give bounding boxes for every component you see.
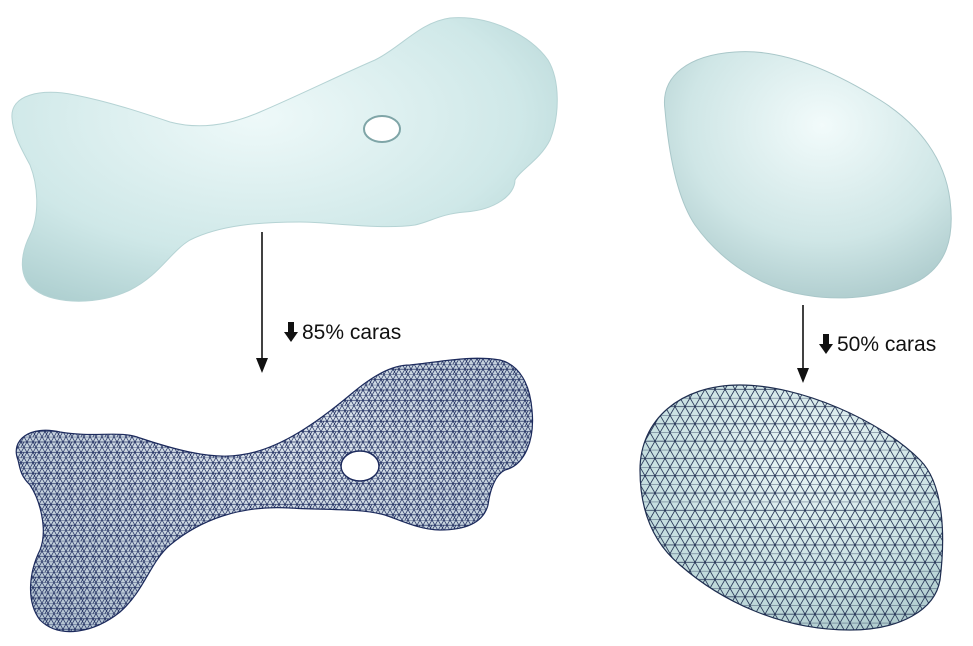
down-arrow-icon [284,322,298,342]
reduction-label-left: 85% caras [284,321,401,345]
bone-mesh-simplified [0,350,540,641]
pebble-smooth-surface [664,52,951,298]
reduction-label-left-text: 85% caras [302,321,401,344]
pebble-mesh-simplified [630,380,960,640]
bone-smooth-surface [12,18,557,302]
reduction-arrow-left [256,232,268,373]
reduction-label-right-text: 50% caras [837,333,936,356]
down-arrow-icon [819,334,833,354]
reduction-label-right: 50% caras [819,333,936,357]
reduction-arrow-right [797,305,809,383]
